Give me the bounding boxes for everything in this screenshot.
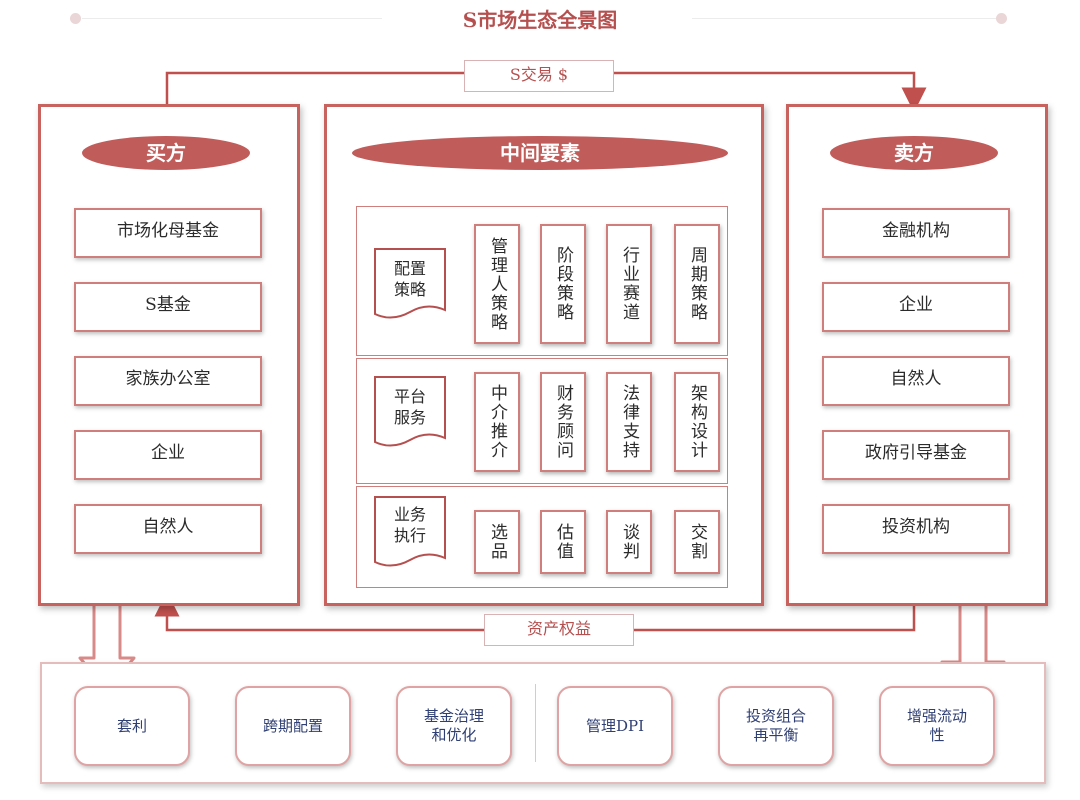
card-label: 管理人策略 <box>487 236 507 332</box>
card-label: 选品 <box>487 523 507 561</box>
outcomes-strip <box>40 662 1046 784</box>
card-label: 周期策略 <box>687 246 707 322</box>
strategy-card: 阶段策略 <box>540 224 586 344</box>
buyer-item: 市场化母基金 <box>74 208 262 258</box>
group-label-service: 平台服务 <box>393 387 426 427</box>
outcome-label: 基金治理 和优化 <box>423 707 484 744</box>
strategy-card: 周期策略 <box>674 224 720 344</box>
title-decoration-dot-right <box>996 13 1007 24</box>
outcome-box: 跨期配置 <box>235 686 351 766</box>
outcome-box: 套利 <box>74 686 190 766</box>
group-label-execution: 业务执行 <box>393 505 426 545</box>
seller-item: 投资机构 <box>822 504 1010 554</box>
card-label: 架构设计 <box>687 384 707 460</box>
execution-card: 估值 <box>540 510 586 574</box>
strategy-card: 管理人策略 <box>474 224 520 344</box>
card-label: 中介推介 <box>487 384 507 460</box>
seller-item: 自然人 <box>822 356 1010 406</box>
group-label-strategy: 配置策略 <box>393 259 426 299</box>
outcome-label: 管理DPI <box>585 716 645 735</box>
outcome-label: 跨期配置 <box>262 716 323 735</box>
card-label: 法律支持 <box>619 384 639 460</box>
seller-item: 企业 <box>822 282 1010 332</box>
buyer-item: 家族办公室 <box>74 356 262 406</box>
title-decoration-line-left <box>82 18 382 19</box>
seller-item: 金融机构 <box>822 208 1010 258</box>
execution-card: 选品 <box>474 510 520 574</box>
document-icon <box>374 496 446 567</box>
document-icon <box>374 248 446 319</box>
card-label: 谈判 <box>619 523 639 561</box>
execution-card: 谈判 <box>606 510 652 574</box>
outcomes-divider <box>535 684 536 762</box>
outcome-label: 投资组合 再平衡 <box>745 707 806 744</box>
seller-header: 卖方 <box>830 136 998 170</box>
card-label: 阶段策略 <box>553 246 573 322</box>
service-card: 法律支持 <box>606 372 652 472</box>
execution-card: 交割 <box>674 510 720 574</box>
card-label: 行业赛道 <box>619 246 639 322</box>
seller-item: 政府引导基金 <box>822 430 1010 480</box>
outcome-box: 增强流动 性 <box>879 686 995 766</box>
top-flow-label: S交易 $ <box>464 60 614 92</box>
card-label: 财务顾问 <box>553 384 573 460</box>
outcome-label: 增强流动 性 <box>906 707 967 744</box>
title-decoration-dot-left <box>70 13 81 24</box>
buyer-item: 自然人 <box>74 504 262 554</box>
card-label: 估值 <box>553 523 573 561</box>
service-card: 财务顾问 <box>540 372 586 472</box>
buyer-item: 企业 <box>74 430 262 480</box>
strategy-card: 行业赛道 <box>606 224 652 344</box>
document-icon <box>374 376 446 447</box>
page-title: S市场生态全景图 <box>462 8 618 32</box>
card-label: 交割 <box>687 523 707 561</box>
buyer-header: 买方 <box>82 136 250 170</box>
title-decoration-line-right <box>692 18 997 19</box>
outcome-box: 投资组合 再平衡 <box>718 686 834 766</box>
bottom-flow-label: 资产权益 <box>484 614 634 646</box>
outcome-box: 管理DPI <box>557 686 673 766</box>
service-card: 架构设计 <box>674 372 720 472</box>
outcome-label: 套利 <box>116 716 147 735</box>
buyer-item: S基金 <box>74 282 262 332</box>
middle-header: 中间要素 <box>352 136 728 170</box>
outcome-box: 基金治理 和优化 <box>396 686 512 766</box>
service-card: 中介推介 <box>474 372 520 472</box>
